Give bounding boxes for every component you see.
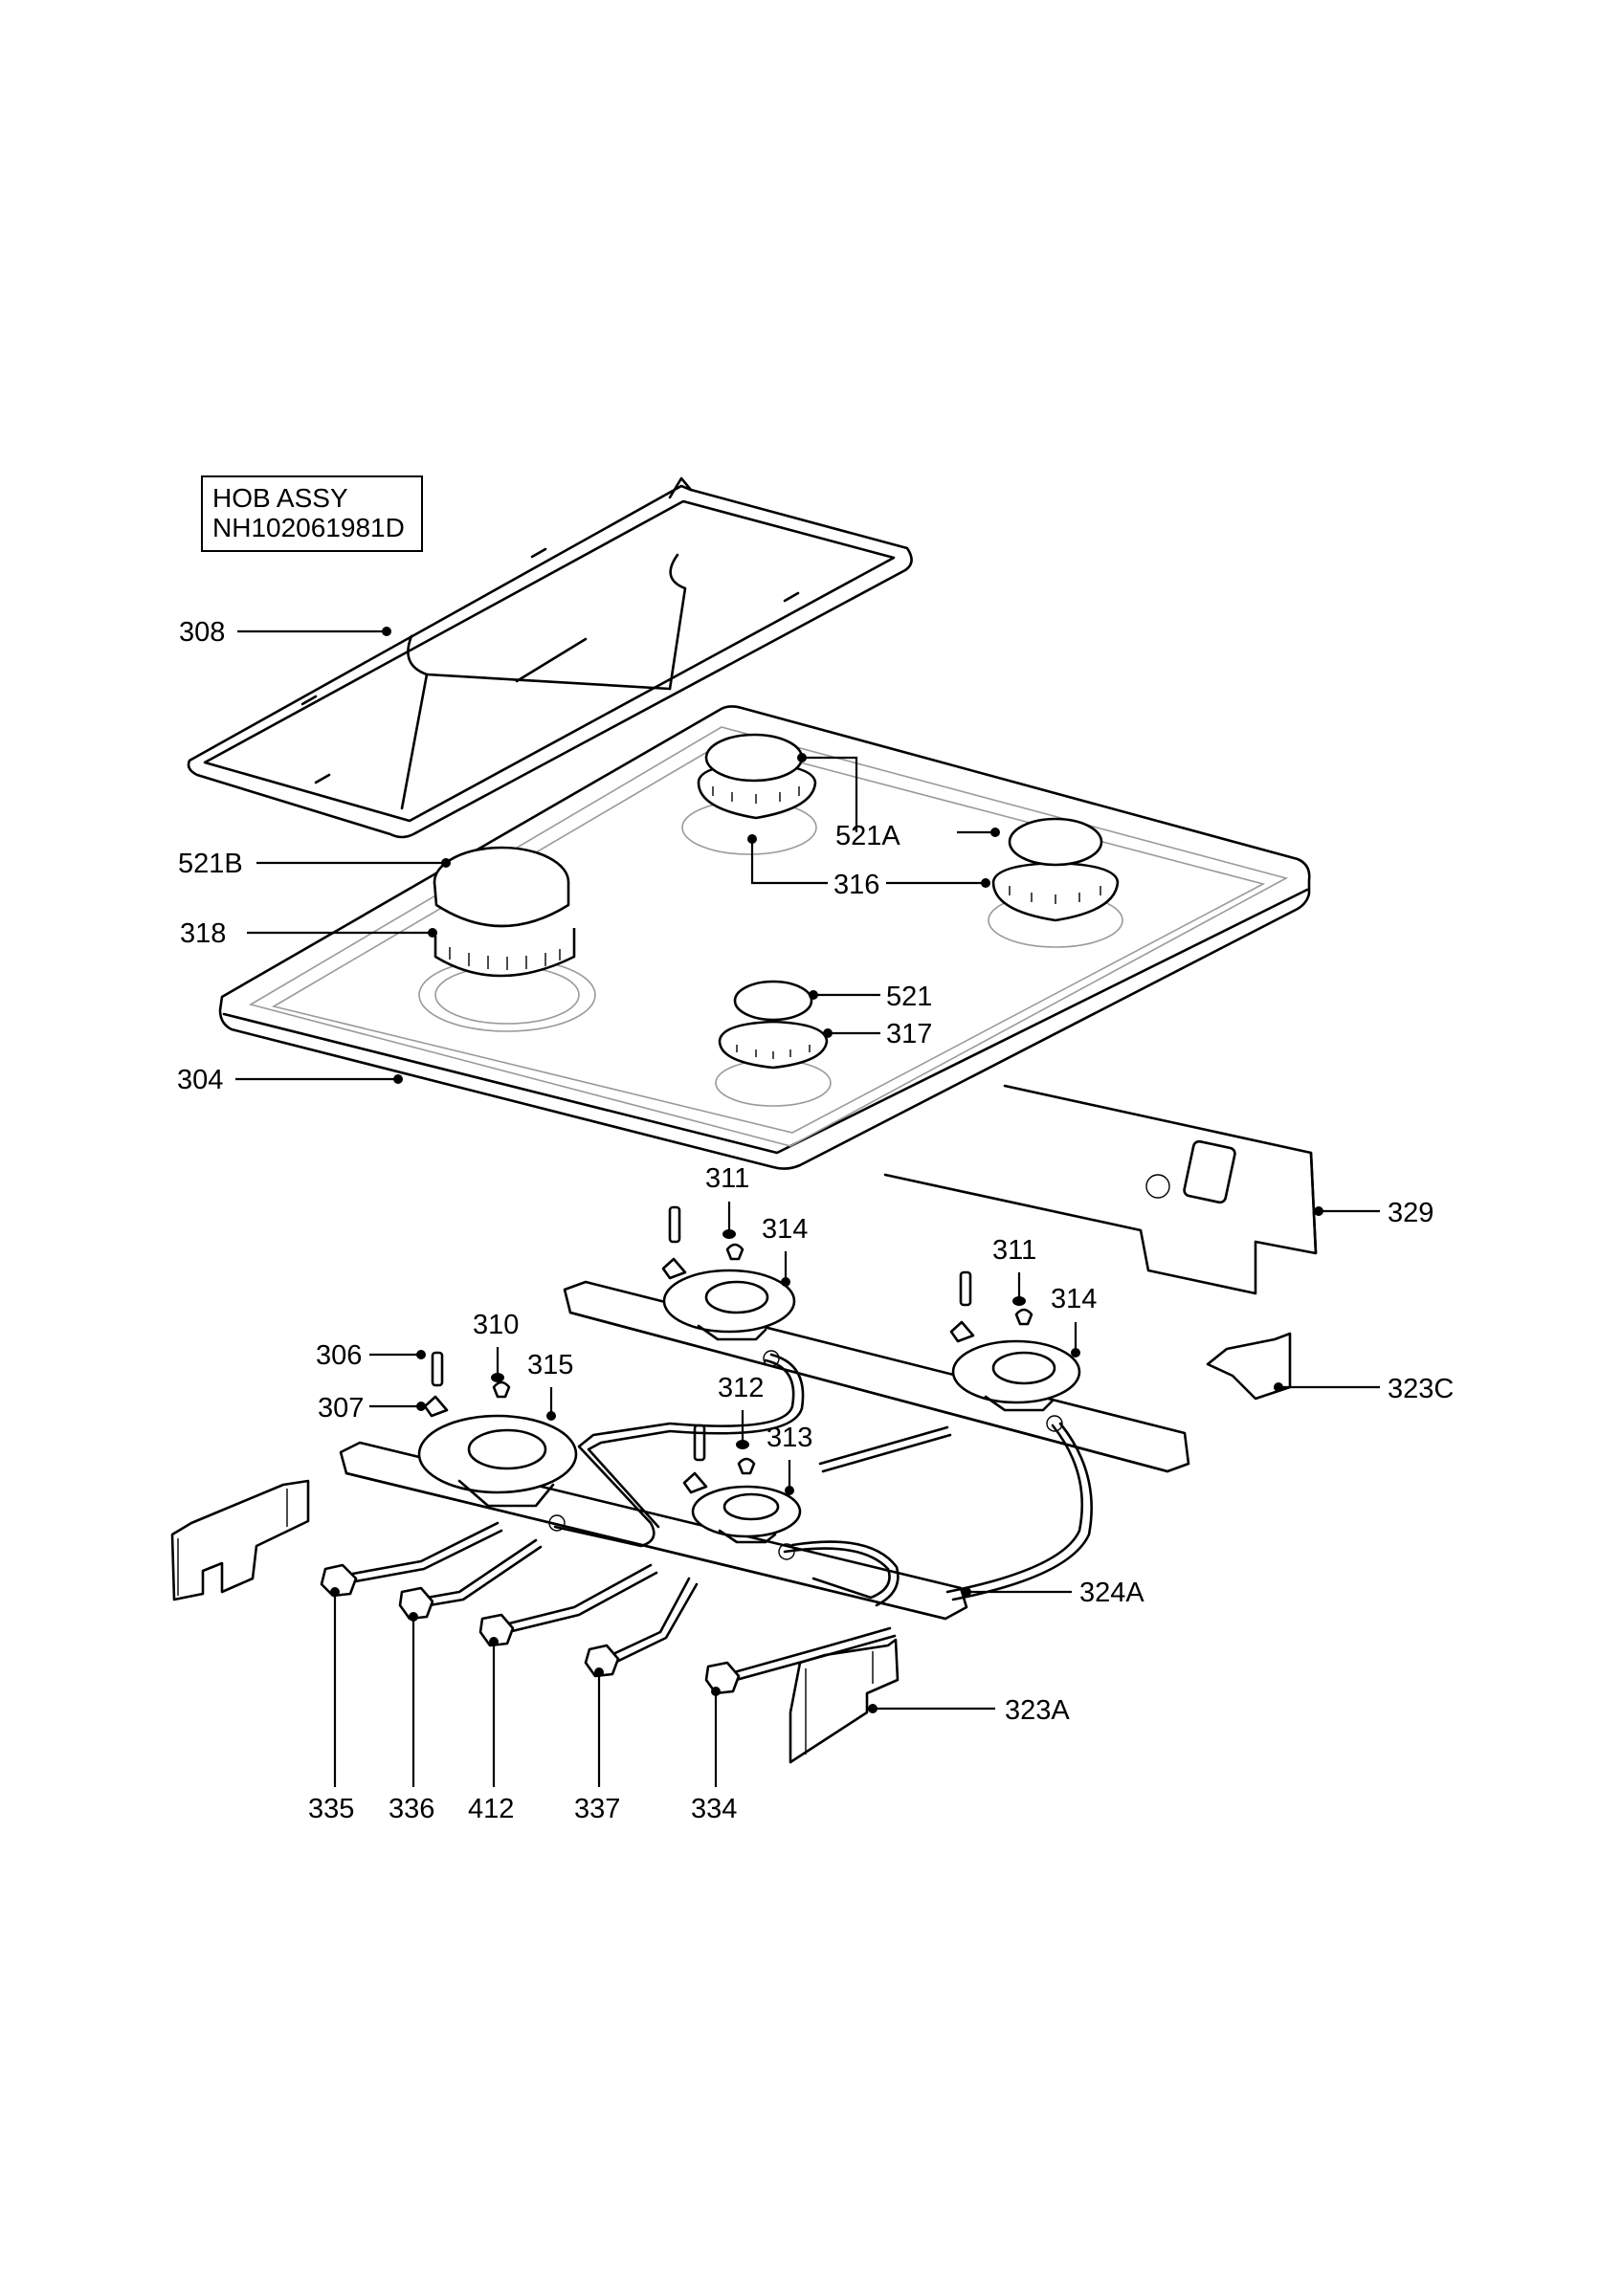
gas-tap-412: [478, 1613, 515, 1647]
burner-front-small: [718, 980, 829, 1070]
callout-315: 315: [527, 1350, 573, 1421]
callout-317: 317: [823, 1019, 932, 1049]
callout-521: 521: [809, 982, 932, 1012]
callout-324A: 324A: [962, 1578, 1144, 1608]
svg-text:318: 318: [180, 918, 226, 949]
callout-316: 316: [747, 834, 990, 900]
callout-306: 306: [316, 1340, 426, 1371]
assembly-code: NH102061981D: [212, 513, 405, 542]
svg-text:313: 313: [767, 1423, 812, 1453]
svg-text:304: 304: [177, 1065, 223, 1095]
assembly-title-box: HOB ASSY NH102061981D: [201, 475, 423, 552]
callout-323C: 323C: [1274, 1374, 1454, 1404]
injector-clip-group: [423, 1205, 1033, 1494]
bracket-323A: [789, 1638, 900, 1764]
callout-310: 310: [473, 1310, 519, 1382]
callout-335: 335: [308, 1587, 354, 1824]
callout-521B: 521B: [178, 849, 451, 879]
callout-314-b: 314: [1051, 1284, 1097, 1358]
svg-text:311: 311: [705, 1163, 749, 1194]
callout-337: 337: [574, 1667, 620, 1824]
gas-tap-336: [398, 1586, 434, 1621]
callout-311-a: 311: [705, 1163, 749, 1239]
callout-521A: 521A: [797, 753, 1000, 851]
burner-cup-rear-left: [662, 1269, 796, 1341]
svg-text:311: 311: [992, 1235, 1036, 1266]
callout-336: 336: [389, 1612, 434, 1824]
svg-text:312: 312: [718, 1373, 764, 1403]
callout-308: 308: [179, 617, 391, 648]
callout-329: 329: [1314, 1198, 1433, 1228]
callout-304: 304: [177, 1065, 403, 1095]
bracket-323C: [1206, 1332, 1292, 1401]
side-panel: [883, 1084, 1318, 1295]
gas-tap-335: [320, 1563, 358, 1598]
svg-text:306: 306: [316, 1340, 362, 1371]
svg-text:307: 307: [318, 1393, 364, 1424]
svg-text:310: 310: [473, 1310, 519, 1340]
svg-text:317: 317: [886, 1019, 932, 1049]
burner-cup-large: [417, 1414, 578, 1508]
gas-tap-337: [584, 1644, 620, 1678]
callout-308-label: 308: [179, 617, 225, 648]
callout-313: 313: [767, 1423, 812, 1495]
pan-support-grid: [187, 476, 913, 839]
svg-text:323A: 323A: [1005, 1695, 1070, 1726]
svg-text:329: 329: [1388, 1198, 1433, 1228]
assembly-name: HOB ASSY: [212, 483, 348, 513]
callout-307: 307: [318, 1393, 426, 1424]
svg-text:323C: 323C: [1388, 1374, 1454, 1404]
svg-text:521A: 521A: [835, 821, 900, 851]
callout-412: 412: [468, 1637, 514, 1824]
center-rod: [818, 1425, 952, 1473]
callout-318: 318: [180, 918, 437, 949]
callout-323A: 323A: [868, 1695, 1070, 1726]
burner-rear-left: [697, 733, 817, 820]
callout-311-b: 311: [992, 1235, 1036, 1306]
burner-rear-right: [991, 817, 1120, 922]
svg-text:315: 315: [527, 1350, 573, 1380]
svg-text:521: 521: [886, 982, 932, 1012]
svg-text:316: 316: [833, 870, 879, 900]
svg-text:314: 314: [762, 1214, 808, 1245]
svg-text:324A: 324A: [1079, 1578, 1144, 1608]
svg-text:334: 334: [691, 1794, 737, 1824]
burner-large: [433, 846, 576, 978]
callout-334: 334: [691, 1687, 737, 1824]
rear-rail: [563, 1280, 1190, 1473]
svg-text:412: 412: [468, 1794, 514, 1824]
svg-text:521B: 521B: [178, 849, 243, 879]
callout-314-a: 314: [762, 1214, 808, 1287]
bracket-left: [170, 1479, 310, 1601]
gas-tap-334: [704, 1661, 741, 1695]
svg-text:337: 337: [574, 1794, 620, 1824]
burner-cup-rear-right: [951, 1339, 1081, 1412]
svg-text:336: 336: [389, 1794, 434, 1824]
svg-text:335: 335: [308, 1794, 354, 1824]
svg-text:314: 314: [1051, 1284, 1097, 1314]
front-rail: [339, 1441, 968, 1621]
burner-cup-front: [691, 1485, 802, 1544]
callout-312: 312: [718, 1373, 764, 1449]
gas-pipes: [335, 1350, 1093, 1684]
